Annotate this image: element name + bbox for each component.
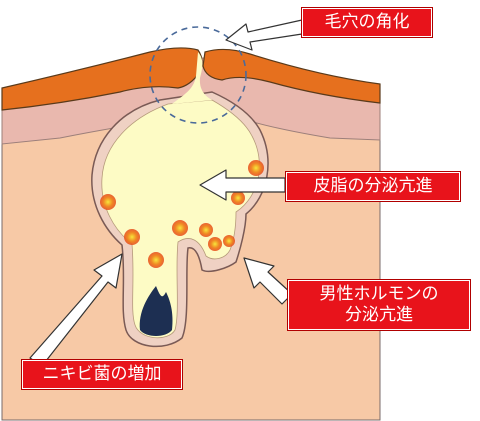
bacteria-group — [100, 160, 264, 268]
bacterium — [248, 160, 264, 176]
label-male-hormone: 男性ホルモンの 分泌亢進 — [287, 279, 471, 331]
label-acne-bacteria: ニキビ菌の増加 — [21, 359, 183, 390]
label-text-line2: 分泌亢進 — [345, 305, 413, 325]
arrow-icon — [199, 169, 286, 201]
label-text: 皮脂の分泌亢進 — [313, 176, 433, 196]
label-text-line1: 男性ホルモンの — [319, 284, 439, 304]
bacterium — [172, 220, 188, 236]
dashed-circle — [149, 26, 247, 124]
bacterium — [148, 252, 164, 268]
bacterium — [223, 235, 235, 247]
pore-plug — [172, 52, 212, 104]
arrow-icon — [225, 19, 303, 51]
bacterium — [100, 194, 116, 210]
label-sebum-secretion: 皮脂の分泌亢進 — [285, 171, 461, 202]
arrow-icon — [29, 253, 123, 367]
stratum-corneum-right — [202, 48, 381, 104]
bacterium — [199, 223, 213, 237]
bacterium — [208, 237, 222, 251]
bacterium — [231, 191, 245, 205]
arrow-icon — [243, 257, 293, 305]
blackhead — [139, 286, 173, 336]
label-text: ニキビ菌の増加 — [42, 364, 162, 384]
label-pore-keratinization: 毛穴の角化 — [301, 7, 433, 38]
bacterium — [124, 229, 140, 245]
label-text: 毛穴の角化 — [324, 12, 410, 32]
